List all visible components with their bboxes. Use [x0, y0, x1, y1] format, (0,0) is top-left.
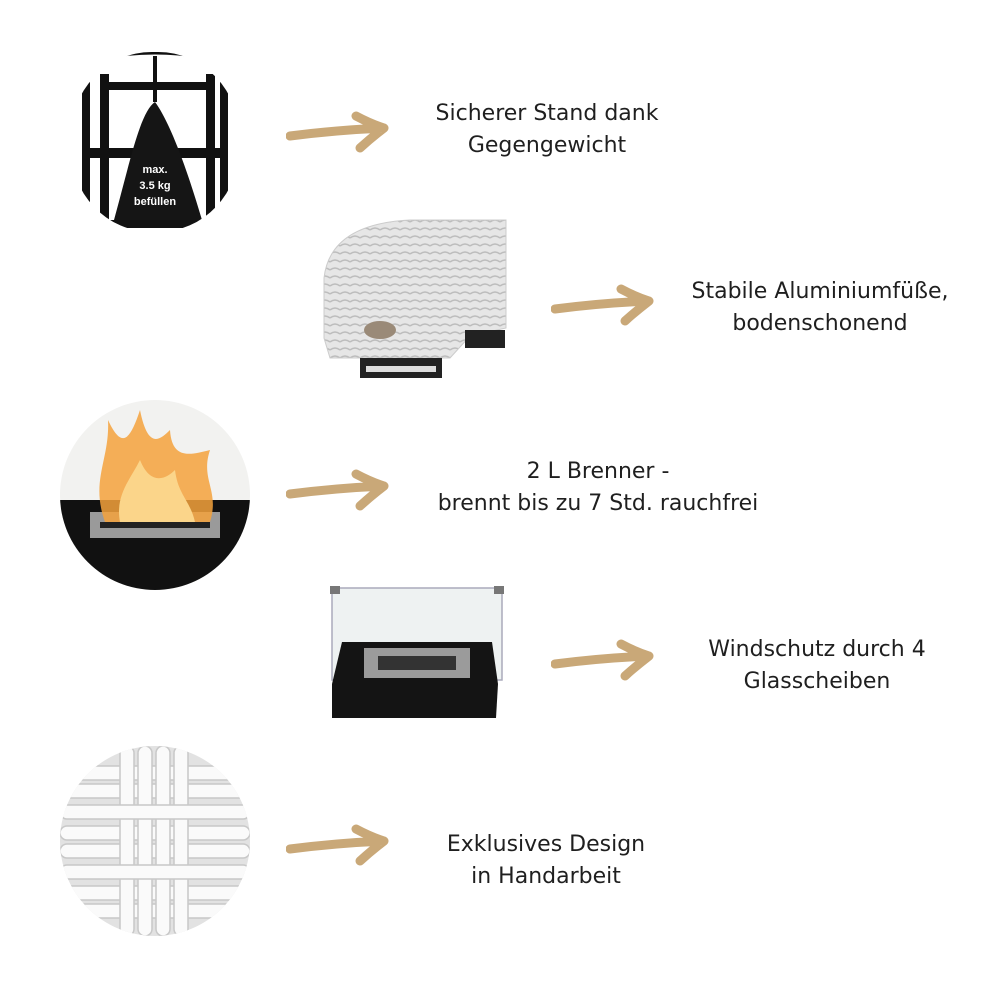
feature-line: bodenschonend [732, 311, 908, 336]
arrow-icon [286, 824, 389, 866]
burner-image [60, 400, 250, 590]
bag-label-line: max. [142, 164, 168, 176]
feature-line: 2 L Brenner - [526, 459, 670, 484]
feature-text: Windschutz durch 4 Glasscheiben [708, 634, 925, 698]
bag-label-line: befüllen [133, 196, 177, 208]
arrow-icon [286, 111, 389, 153]
feature-line: Glasscheiben [743, 669, 891, 694]
feature-line: Gegengewicht [467, 133, 627, 158]
feature-line: Exklusives Design [446, 832, 646, 857]
feature-text: Exklusives Design in Handarbeit [447, 829, 645, 893]
feature-text: Stabile Aluminiumfüße, bodenschonend [692, 276, 949, 340]
feature-line: brennt bis zu 7 Std. rauchfrei [437, 491, 759, 516]
feature-line: in Handarbeit [471, 864, 621, 889]
counterweight-image: max. 3.5 kg befüllen [70, 52, 240, 232]
arrow-icon [551, 639, 654, 681]
arrow-icon [551, 284, 654, 326]
feature-line: Stabile Aluminiumfüße, [691, 279, 949, 304]
bag-label-line: 3.5 kg [139, 180, 171, 192]
arrow-icon [286, 469, 389, 511]
weave-detail-image [60, 746, 250, 936]
windscreen-image [328, 584, 506, 722]
feature-line: Windschutz durch 4 [708, 637, 926, 662]
feature-line: Sicherer Stand dank [435, 101, 659, 126]
feature-text: Sicherer Stand dank Gegengewicht [436, 98, 659, 162]
feature-text: 2 L Brenner - brennt bis zu 7 Std. rauch… [438, 456, 759, 520]
aluminium-feet-image [320, 218, 510, 396]
